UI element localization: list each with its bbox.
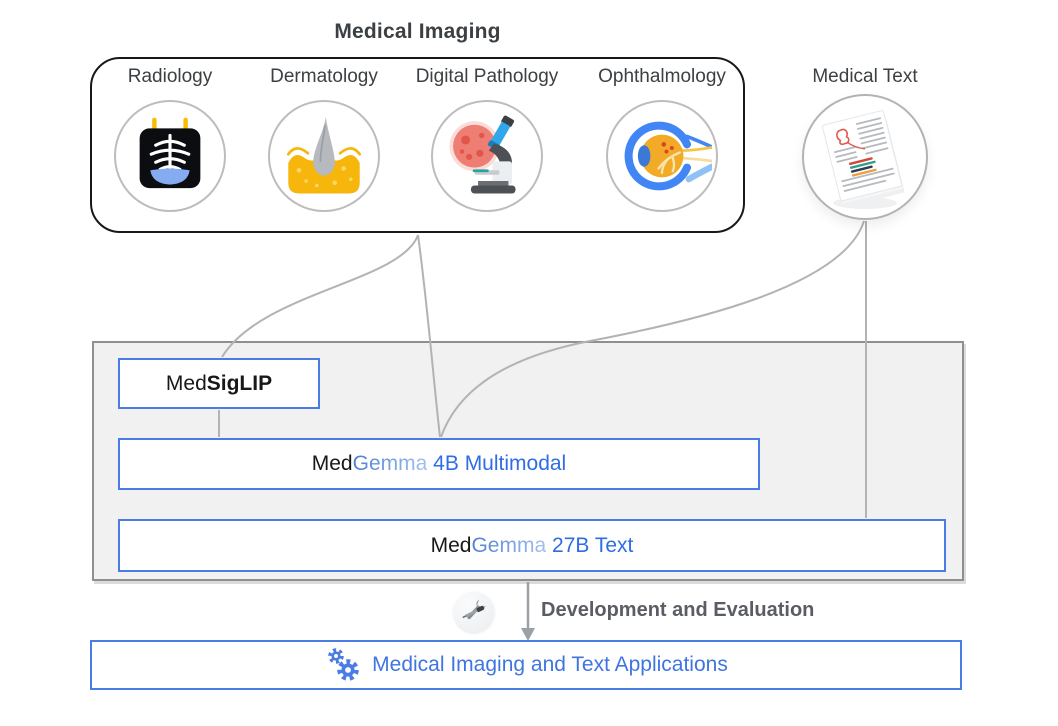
medgemma-27b-prefix: Med	[430, 533, 472, 557]
tools-icon	[462, 599, 486, 620]
medsiglip-name: SigLIP	[206, 371, 273, 395]
document-stack-icon	[822, 110, 905, 209]
dermatology-skin-icon	[286, 116, 362, 194]
medgemma-4b-brand: Gemma	[352, 452, 428, 475]
radiology-xray-icon	[139, 117, 201, 189]
pathology-microscope-icon	[449, 115, 516, 194]
radiology-circle	[114, 100, 226, 212]
gears-icon	[328, 648, 359, 681]
ophthalmology-label: Ophthalmology	[598, 66, 726, 87]
applications-box: Medical Imaging and Text Applications	[90, 640, 962, 690]
medsiglip-prefix: Med	[165, 371, 207, 395]
radiology-label: Radiology	[127, 66, 213, 87]
medgemma-27b-variant: 27B Text	[552, 533, 634, 557]
medical-text-label: Medical Text	[812, 66, 918, 87]
ophthalmology-circle	[606, 100, 718, 212]
dermatology-label: Dermatology	[270, 66, 378, 87]
dermatology-circle	[268, 100, 380, 212]
tools-badge	[454, 592, 494, 632]
development-evaluation-label: Development and Evaluation	[541, 599, 815, 621]
ophthalmology-eye-icon	[624, 121, 712, 191]
medgemma-4b-prefix: Med	[311, 452, 353, 475]
medical-text-circle	[802, 94, 928, 220]
applications-label: Medical Imaging and Text Applications	[372, 653, 728, 676]
digital-pathology-circle	[431, 100, 543, 212]
medical-imaging-title: Medical Imaging	[334, 20, 501, 43]
medgemma-27b-brand: Gemma	[471, 533, 547, 557]
connector-imaging-to-medsiglip	[221, 234, 419, 358]
digital-pathology-label: Digital Pathology	[415, 66, 559, 87]
medgemma-4b-variant: 4B Multimodal	[433, 452, 567, 475]
